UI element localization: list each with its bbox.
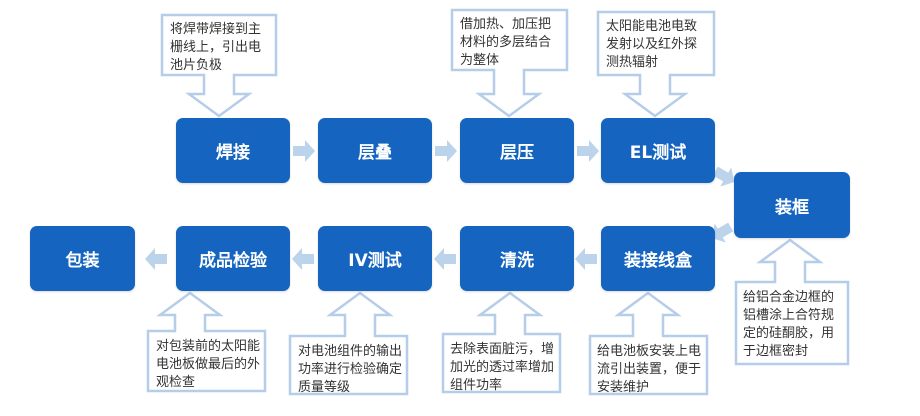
callout-welding <box>160 13 278 118</box>
note-iv-test: 对电池组件的输出功率进行检验确定质量等级 <box>298 344 403 395</box>
callout-final-inspection <box>146 291 267 393</box>
note-welding: 将焊带焊接到主栅线上，引出电池片负极 <box>170 22 262 73</box>
callout-cleaning <box>441 291 562 394</box>
step-el-test: EL测试 <box>601 118 715 183</box>
note-final-inspection: 对包装前的太阳能电池板做最后的外观检查 <box>156 339 261 390</box>
arrow-left-icon <box>575 248 597 270</box>
step-packaging: 包装 <box>30 226 135 291</box>
step-cleaning: 清洗 <box>460 226 574 291</box>
arrow-diagonal-icon <box>711 222 734 243</box>
step-iv-test: IV测试 <box>318 226 432 291</box>
step-framing: 装框 <box>734 172 850 238</box>
step-laminating: 层压 <box>460 118 574 183</box>
callout-el-test <box>596 10 716 118</box>
arrow-left-icon <box>292 248 314 270</box>
note-laminating: 借加热、加压把材料的多层结合为整体 <box>460 17 552 68</box>
arrow-left-icon <box>145 248 167 270</box>
step-junction-box: 装接线盒 <box>601 226 715 291</box>
callout-iv-test <box>288 291 409 396</box>
arrow-right-icon <box>577 140 599 162</box>
callout-laminating <box>450 8 569 118</box>
arrow-diagonal-icon <box>712 166 735 187</box>
arrow-right-icon <box>293 140 315 162</box>
note-framing: 给铝合金边框的铝槽涂上合符规定的硅酮胶，用于边框密封 <box>743 290 835 359</box>
arrow-left-icon <box>434 248 456 270</box>
step-stacking: 层叠 <box>318 118 432 183</box>
step-final-inspection: 成品检验 <box>176 226 290 291</box>
note-junction-box: 给电池板安装上电流引出装置，便于安装维护 <box>597 344 702 395</box>
arrow-right-icon <box>435 140 457 162</box>
callout-framing <box>734 238 850 366</box>
note-el-test: 太阳能电池电致发射以及红外探测热辐射 <box>606 19 698 70</box>
step-welding: 焊接 <box>176 118 290 183</box>
note-cleaning: 去除表面脏污，增加光的透过率增加组件功率 <box>450 342 555 393</box>
callout-junction-box <box>588 291 709 396</box>
